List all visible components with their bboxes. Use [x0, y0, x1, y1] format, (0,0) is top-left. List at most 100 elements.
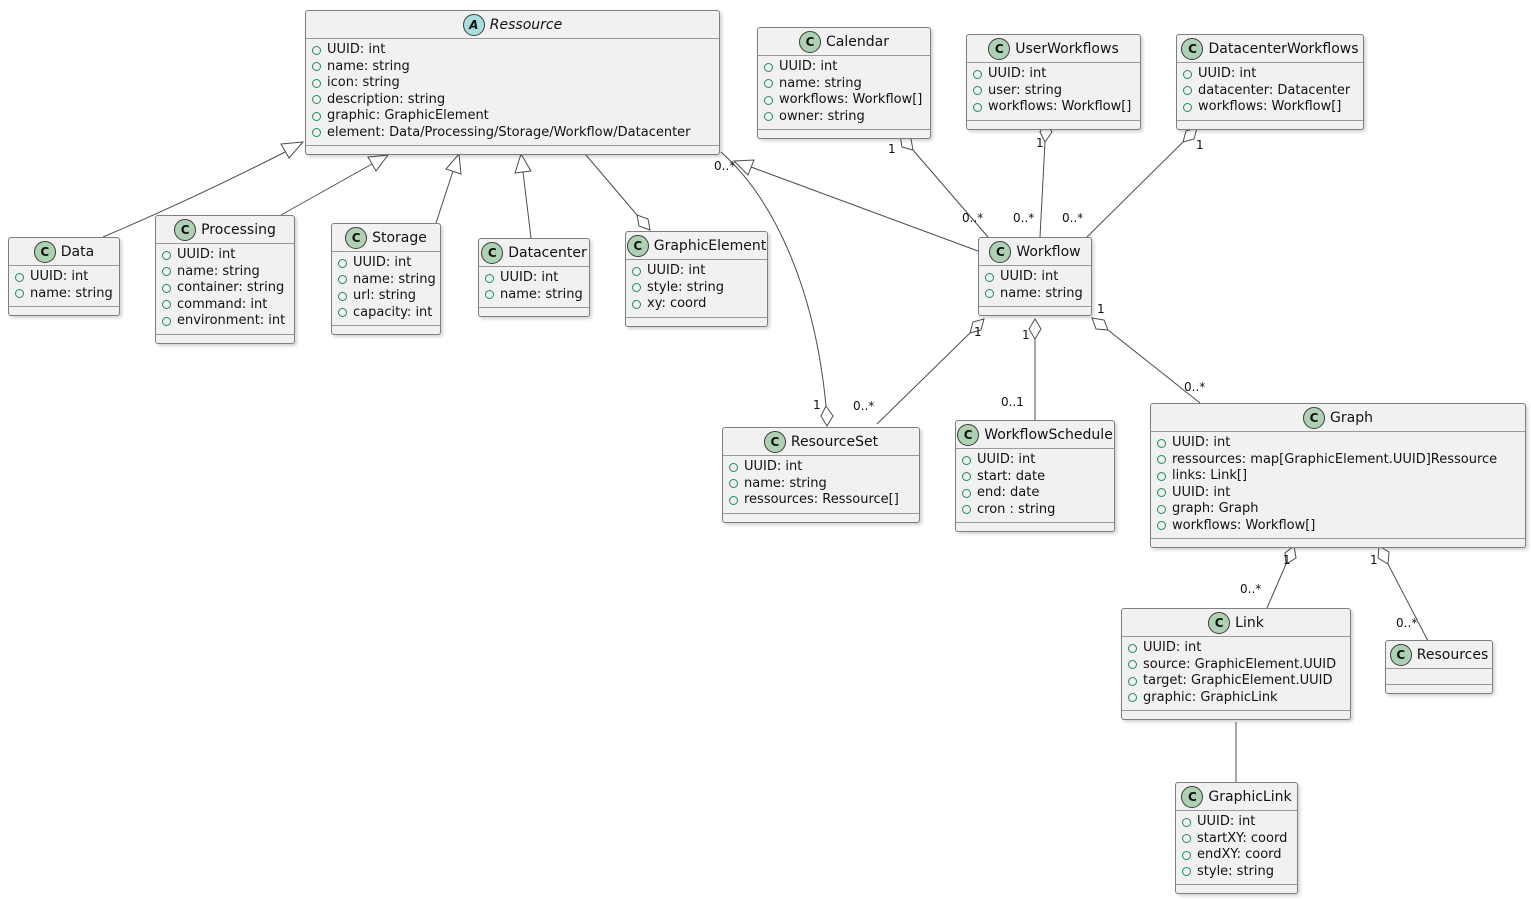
attribute-text: startXY: coord	[1197, 830, 1288, 846]
class-attribute: name: string	[764, 76, 924, 93]
field-visibility-icon	[15, 289, 24, 299]
class-name: GraphicLink	[1208, 788, 1292, 805]
class-name: Storage	[372, 229, 427, 246]
abstract-class-icon: A	[462, 13, 485, 36]
field-visibility-icon	[1182, 867, 1191, 877]
attribute-text: workflows: Workflow[]	[1198, 99, 1342, 114]
class-attribute: url: string	[338, 288, 434, 305]
class-attribute: style: string	[632, 280, 761, 297]
class-box-resources: C Resources	[1385, 640, 1493, 694]
class-attribute: cron : string	[962, 502, 1108, 519]
attribute-text: UUID: int	[500, 270, 559, 285]
multiplicity-userworkflows-side: 1	[1036, 136, 1044, 150]
attribute-text: container: string	[177, 280, 285, 295]
attribute-text: datacenter: Datacenter	[1198, 82, 1351, 98]
edge-workflow-ressource-generalization	[732, 159, 979, 252]
attribute-text: description: string	[327, 91, 446, 107]
attribute-text: workflows: Workflow[]	[779, 92, 923, 107]
class-name: Processing	[201, 221, 276, 238]
class-name: Datacenter	[508, 244, 587, 261]
attribute-text: UUID: int	[353, 255, 412, 270]
class-attribute: UUID: int	[1157, 435, 1519, 452]
attribute-text: name: string	[327, 58, 410, 74]
class-attribute: icon: string	[312, 75, 713, 92]
class-icon: C	[1181, 37, 1204, 60]
class-name: Data	[60, 243, 95, 260]
class-attribute: endXY: coord	[1182, 847, 1291, 864]
attribute-text: name: string	[500, 286, 583, 302]
class-attribute: UUID: int	[15, 269, 113, 286]
field-visibility-icon	[764, 112, 773, 122]
field-visibility-icon	[162, 316, 171, 326]
attribute-text: xy: coord	[647, 296, 707, 311]
multiplicity-workflow-side-datacenterworkflows: 0..*	[1062, 211, 1084, 225]
attribute-text: name: string	[177, 263, 260, 279]
field-visibility-icon	[1128, 660, 1137, 670]
class-attribute: xy: coord	[632, 296, 761, 313]
attribute-text: UUID: int	[177, 247, 236, 262]
methods-compartment	[723, 514, 919, 522]
field-visibility-icon	[632, 266, 641, 276]
attribute-text: url: string	[353, 288, 417, 303]
field-visibility-icon	[1157, 471, 1166, 481]
class-attribute: UUID: int	[764, 59, 924, 76]
class-attribute: ressources: Ressource[]	[729, 492, 913, 509]
methods-compartment	[758, 130, 930, 138]
attribute-text: endXY: coord	[1197, 847, 1282, 862]
class-attribute: start: date	[962, 469, 1108, 486]
edge-datacenterworkflows-workflow-aggregation	[1086, 127, 1198, 238]
multiplicity-resourceset-side-ressource: 1	[813, 398, 821, 412]
field-visibility-icon	[485, 290, 494, 300]
field-visibility-icon	[15, 272, 24, 282]
class-icon: C	[988, 37, 1011, 60]
class-name: Resources	[1416, 646, 1489, 663]
class-attribute: UUID: int	[1183, 66, 1357, 83]
methods-compartment	[9, 307, 119, 315]
attribute-text: ressources: Ressource[]	[744, 492, 899, 507]
class-icon: C	[1181, 785, 1204, 808]
class-attribute: workflows: Workflow[]	[1183, 99, 1357, 116]
field-visibility-icon	[312, 111, 321, 121]
field-visibility-icon	[1128, 693, 1137, 703]
multiplicity-workflow-side-userworkflows: 0..*	[1013, 211, 1035, 225]
field-visibility-icon	[729, 462, 738, 472]
class-name: UserWorkflows	[1015, 40, 1119, 57]
multiplicity-resources-side: 0..*	[1396, 616, 1418, 630]
edge-graph-link-aggregation	[1266, 545, 1297, 609]
edge-graph-resources-aggregation	[1377, 545, 1429, 642]
methods-compartment	[306, 146, 719, 154]
class-name: Ressource	[489, 16, 563, 33]
class-attribute: workflows: Workflow[]	[973, 99, 1134, 116]
field-visibility-icon	[764, 95, 773, 105]
attribute-text: style: string	[1197, 863, 1275, 879]
class-icon: C	[33, 240, 56, 263]
multiplicity-workflow-side-schedule: 1	[1022, 328, 1030, 342]
class-attribute: UUID: int	[162, 247, 288, 264]
multiplicity-graph-side-resources: 1	[1370, 553, 1378, 567]
methods-compartment	[1386, 685, 1492, 693]
methods-compartment	[1122, 711, 1350, 719]
multiplicity-calendar-side: 1	[888, 142, 896, 156]
class-attribute: UUID: int	[632, 263, 761, 280]
attribute-text: graphic: GraphicElement	[327, 108, 489, 123]
attribute-text: ressources: map[GraphicElement.UUID]Ress…	[1172, 451, 1498, 467]
attribute-text: graphic: GraphicLink	[1143, 689, 1278, 705]
field-visibility-icon	[962, 455, 971, 465]
field-visibility-icon	[1157, 455, 1166, 465]
attribute-text: environment: int	[177, 313, 286, 328]
attribute-text: graph: Graph	[1172, 501, 1259, 516]
class-attribute: capacity: int	[338, 305, 434, 322]
class-name: ResourceSet	[790, 433, 879, 450]
attribute-text: UUID: int	[744, 459, 803, 474]
attribute-text: end: date	[977, 485, 1040, 500]
attribute-text: owner: string	[779, 108, 865, 124]
class-attribute: name: string	[162, 264, 288, 281]
class-icon: C	[989, 240, 1012, 263]
multiplicity-graph-side-workflow: 0..*	[1184, 380, 1206, 394]
